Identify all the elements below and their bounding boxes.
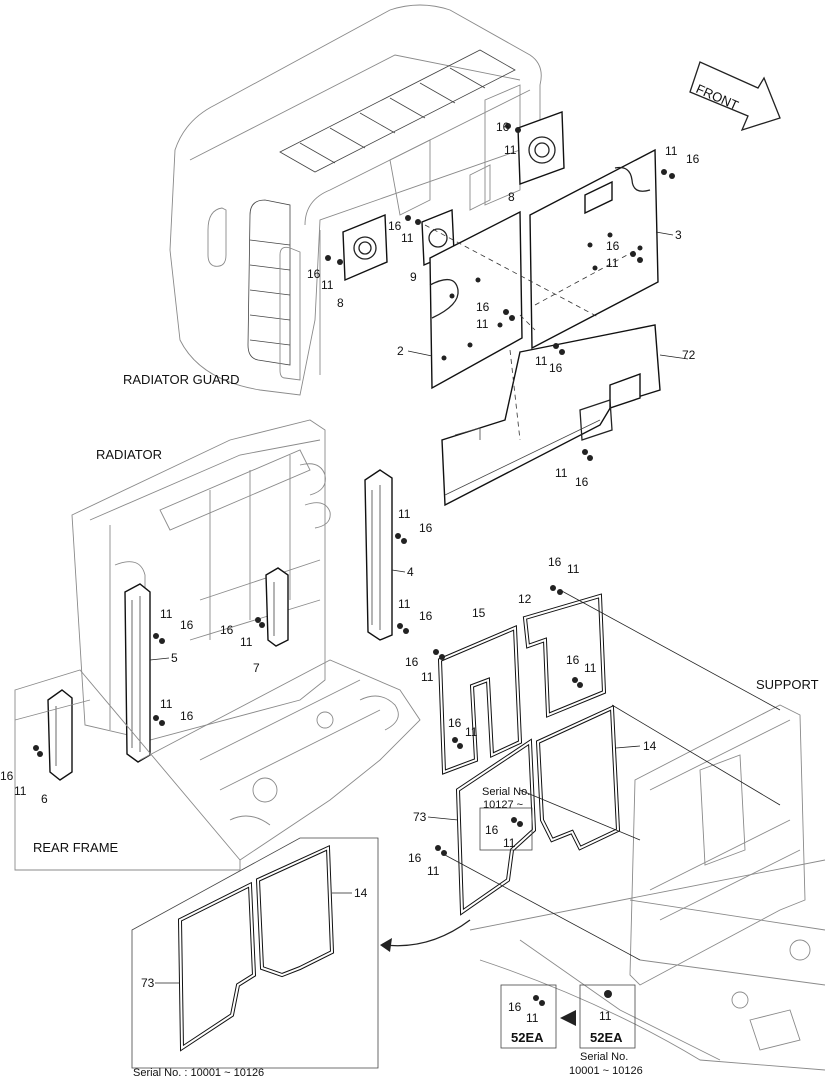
seal-part-12	[522, 593, 607, 718]
callout-7: 7	[253, 661, 260, 675]
plate-part-2	[429, 210, 523, 390]
callout-8: 8	[508, 190, 515, 204]
bracket-part-8-right	[517, 111, 565, 185]
inset-pointer-arrow	[384, 919, 471, 947]
callout-5: 5	[171, 651, 178, 665]
plate-part-72	[441, 324, 661, 507]
callout-11: 11	[160, 607, 173, 621]
callout-11: 11	[526, 1011, 539, 1025]
callout-3: 3	[675, 228, 682, 242]
hardware-bolts-guard	[325, 123, 675, 461]
seal-part-5	[124, 583, 151, 763]
callout-12: 12	[518, 592, 532, 606]
seal-part-14	[535, 704, 621, 851]
callout-11: 11	[398, 507, 411, 521]
callout-11: 11	[421, 670, 434, 684]
callout-11: 11	[665, 144, 678, 158]
callout-11: 11	[599, 1009, 612, 1023]
seal-part-7	[265, 567, 289, 647]
quantity-box-left	[500, 984, 557, 1049]
callout-11: 11	[14, 784, 27, 798]
callout-11: 11	[476, 317, 489, 331]
callout-16: 16	[566, 653, 580, 667]
callout-72: 72	[682, 348, 696, 362]
callout-4: 4	[407, 565, 414, 579]
bracket-part-8-left	[342, 213, 388, 282]
quantity-box-right	[579, 984, 636, 1049]
detail-inset	[131, 837, 471, 1069]
callout-16: 16	[180, 618, 194, 632]
front-arrow	[689, 61, 781, 132]
caption-radiator-guard: RADIATOR GUARD	[123, 372, 240, 387]
callout-16: 16	[180, 709, 194, 723]
callout-11: 11	[584, 661, 597, 675]
callout-16: 16	[419, 609, 433, 623]
callout-16: 16	[307, 267, 321, 281]
callout-16: 16	[448, 716, 462, 730]
serial-box-range: 10001 ~ 10126	[569, 1065, 643, 1077]
callout-16: 16	[419, 521, 433, 535]
callout-11: 11	[398, 597, 411, 611]
serial-box-label: Serial No.	[580, 1051, 628, 1063]
callout-16: 16	[408, 851, 422, 865]
seal-part-15	[437, 625, 523, 775]
callout-16: 16	[405, 655, 419, 669]
callout-73: 73	[141, 976, 155, 990]
callout-16: 16	[686, 152, 700, 166]
callout-11: 11	[535, 354, 548, 368]
callout-16: 16	[508, 1000, 522, 1014]
callout-6: 6	[41, 792, 48, 806]
arrow-left-icon	[560, 1010, 576, 1026]
callout-15: 15	[472, 606, 486, 620]
callout-73: 73	[413, 810, 427, 824]
callout-11: 11	[427, 864, 440, 878]
seal-part-6	[47, 689, 73, 781]
callout-16: 16	[485, 823, 499, 837]
callout-14: 14	[354, 886, 368, 900]
callout-11: 11	[465, 725, 478, 739]
serial-range-bottom: Serial No. : 10001 ~ 10126	[133, 1067, 264, 1079]
callout-16: 16	[496, 120, 510, 134]
support-frame	[469, 704, 826, 1071]
callout-11: 11	[401, 231, 414, 245]
callout-11: 11	[503, 836, 516, 850]
callout-8: 8	[337, 296, 344, 310]
radiator-assembly	[71, 419, 331, 741]
callout-16: 16	[606, 239, 620, 253]
callout-9: 9	[410, 270, 417, 284]
caption-support: SUPPORT	[756, 677, 819, 692]
serial-inset-frame	[479, 807, 533, 851]
callout-16: 16	[476, 300, 490, 314]
hardware-bolts-support	[433, 585, 583, 856]
seal-part-4	[364, 469, 393, 641]
callout-11: 11	[504, 143, 517, 157]
serial-inset-range: 10127 ~	[483, 799, 523, 811]
hardware-bolts-radiator	[33, 533, 409, 757]
quantity-right: 52EA	[590, 1030, 623, 1045]
front-label: FRONT	[694, 81, 741, 113]
callout-16: 16	[220, 623, 234, 637]
callout-11: 11	[606, 256, 619, 270]
callout-16: 16	[548, 555, 562, 569]
quantity-left: 52EA	[511, 1030, 544, 1045]
serial-inset-label: Serial No.	[482, 786, 530, 798]
callout-11: 11	[321, 278, 334, 292]
callout-11: 11	[555, 466, 568, 480]
callout-2: 2	[397, 344, 404, 358]
callout-16: 16	[575, 475, 589, 489]
callout-16: 16	[0, 769, 14, 783]
callout-14: 14	[643, 739, 657, 753]
radiator-guard-housing	[169, 4, 542, 396]
plate-part-3	[529, 148, 659, 350]
caption-rear-frame: REAR FRAME	[33, 840, 119, 855]
callout-16: 16	[549, 361, 563, 375]
callout-11: 11	[567, 562, 580, 576]
callout-11: 11	[160, 697, 173, 711]
caption-radiator: RADIATOR	[96, 447, 162, 462]
callout-16: 16	[388, 219, 402, 233]
rear-frame	[14, 659, 421, 871]
callout-11: 11	[240, 635, 253, 649]
